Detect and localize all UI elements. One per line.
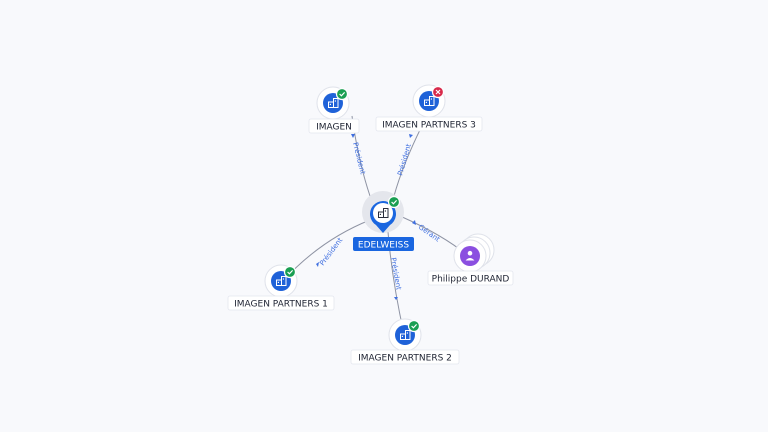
node-imagen[interactable]: IMAGEN bbox=[308, 86, 360, 134]
check-icon bbox=[339, 91, 346, 97]
building-icon bbox=[276, 276, 287, 286]
status-badge-active bbox=[283, 265, 297, 279]
status-badge-closed bbox=[431, 85, 445, 99]
status-badge-active bbox=[407, 319, 421, 333]
node-label-philippe-durand: Philippe DURAND bbox=[432, 275, 510, 285]
edge-label-imagen-partners-1: Président bbox=[318, 236, 344, 267]
building-icon bbox=[328, 98, 339, 108]
node-label-edelweiss: EDELWEISS bbox=[358, 241, 409, 251]
node-label-imagen: IMAGEN bbox=[316, 123, 352, 133]
check-icon bbox=[411, 323, 418, 329]
node-imagen-partners-2[interactable]: IMAGEN PARTNERS 2 bbox=[350, 318, 460, 365]
close-icon bbox=[435, 89, 441, 95]
status-badge-active bbox=[335, 87, 349, 101]
edge-label-gerant: Gérant bbox=[417, 223, 442, 244]
arrow-imagen-partners-3 bbox=[409, 134, 413, 138]
node-label-imagen-partners-3: IMAGEN PARTNERS 3 bbox=[382, 121, 476, 131]
node-philippe-durand[interactable]: Philippe DURAND bbox=[427, 233, 514, 286]
building-icon bbox=[424, 96, 435, 106]
arrow-imagen-partners-1 bbox=[316, 262, 319, 267]
person-icon bbox=[465, 250, 475, 261]
status-badge-active bbox=[387, 195, 401, 209]
arrow-imagen-partners-2 bbox=[394, 297, 398, 300]
edge-arrows bbox=[316, 134, 416, 300]
node-imagen-partners-1[interactable]: IMAGEN PARTNERS 1 bbox=[227, 264, 335, 311]
node-imagen-partners-3[interactable]: IMAGEN PARTNERS 3 bbox=[375, 84, 483, 132]
check-icon bbox=[287, 269, 294, 275]
edge-label-imagen-partners-2: Président bbox=[389, 257, 403, 291]
check-icon bbox=[391, 199, 398, 205]
building-icon bbox=[400, 330, 411, 340]
arrow-center-from-durand bbox=[412, 220, 416, 225]
node-label-imagen-partners-2: IMAGEN PARTNERS 2 bbox=[358, 354, 452, 364]
arrow-imagen bbox=[351, 134, 355, 138]
node-edelweiss[interactable]: EDELWEISS bbox=[353, 191, 414, 251]
edge-label-imagen: Président bbox=[351, 142, 367, 176]
edge-label-imagen-partners-3: Président bbox=[396, 143, 413, 177]
node-label-imagen-partners-1: IMAGEN PARTNERS 1 bbox=[234, 300, 328, 310]
building-icon bbox=[378, 208, 389, 218]
